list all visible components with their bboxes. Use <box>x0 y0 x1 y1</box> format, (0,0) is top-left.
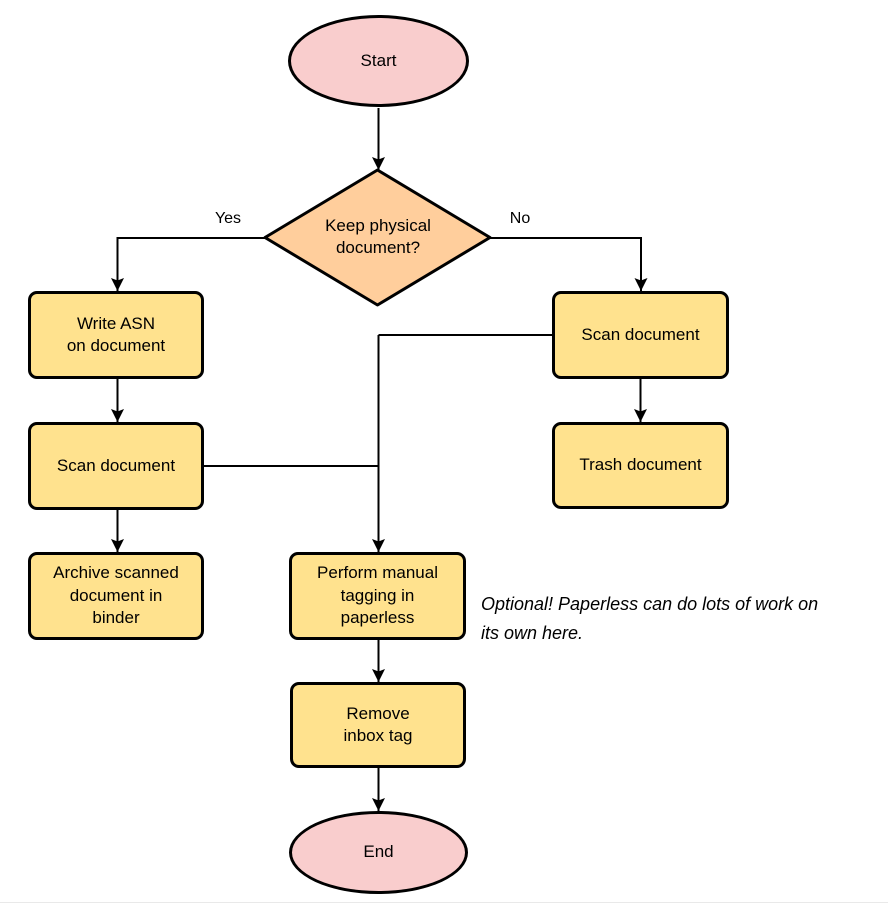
node-decision-label: Keep physical document? <box>325 216 431 258</box>
node-trash-document-label: Trash document <box>579 455 702 475</box>
node-scan-document-right: Scan document <box>552 291 729 379</box>
node-manual-tagging-label: Perform manual tagging in paperless <box>317 563 438 628</box>
edge-decision-yes-to-write-asn <box>111 237 265 291</box>
node-archive-binder-label: Archive scanned document in binder <box>53 563 179 628</box>
node-trash-document: Trash document <box>552 422 729 509</box>
node-write-asn: Write ASN on document <box>28 291 204 379</box>
node-scan-document-left: Scan document <box>28 422 204 510</box>
node-start: Start <box>288 15 469 107</box>
node-manual-tagging: Perform manual tagging in paperless <box>289 552 466 640</box>
edge-label-yes: Yes <box>214 210 242 227</box>
node-scan-document-left-label: Scan document <box>56 455 176 475</box>
page-bottom-divider <box>0 902 888 903</box>
node-end: End <box>289 811 468 894</box>
node-write-asn-label: Write ASN on document <box>66 313 166 355</box>
node-archive-binder: Archive scanned document in binder <box>28 552 204 640</box>
annotation-note: Optional! Paperless can do lots of work … <box>481 594 819 643</box>
node-scan-document-right-label: Scan document <box>581 324 700 344</box>
node-start-label: Start <box>360 50 397 70</box>
node-end-label: End <box>363 842 394 862</box>
node-remove-inbox-tag: Remove inbox tag <box>290 682 466 768</box>
decision-diamond-shape <box>263 168 492 307</box>
edge-decision-no-to-scan-right <box>490 237 648 291</box>
edge-label-no: No <box>509 210 531 227</box>
node-remove-inbox-tag-label: Remove inbox tag <box>343 703 413 745</box>
